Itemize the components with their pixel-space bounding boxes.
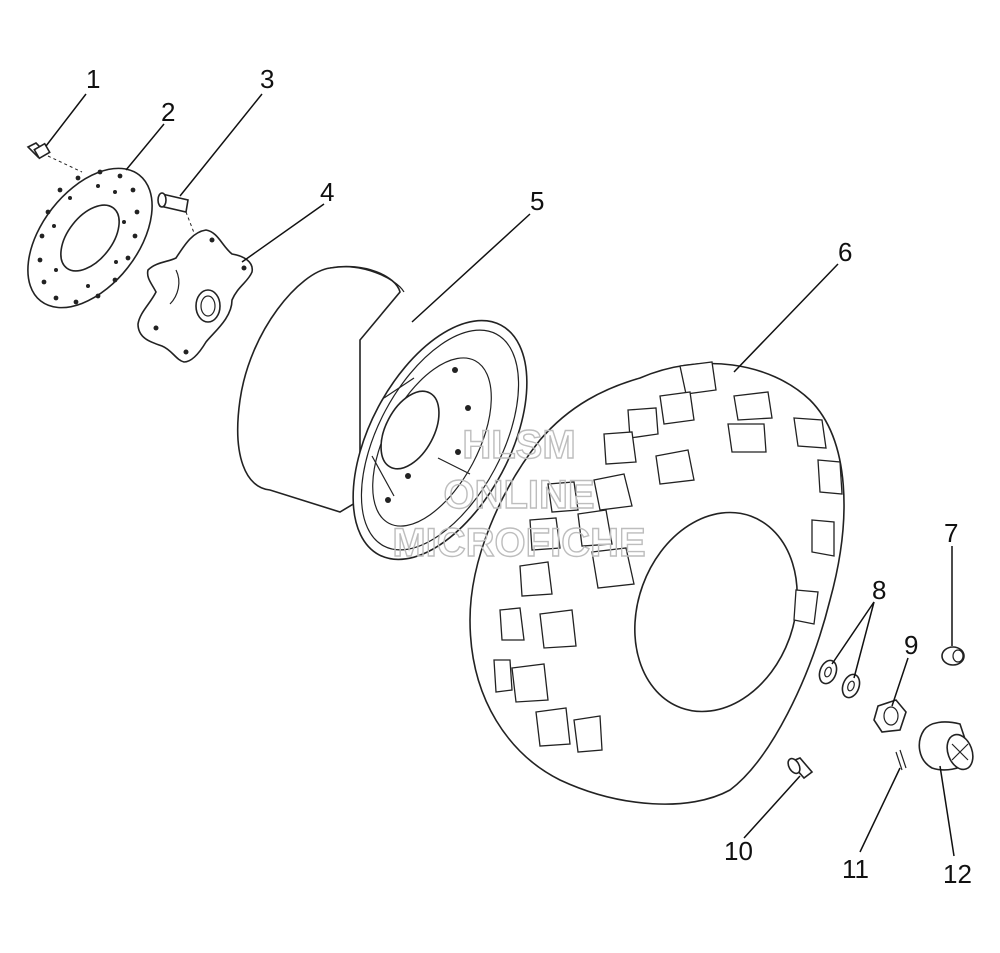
- part-3-wheel-stud: [157, 192, 197, 239]
- leader-lines: [45, 93, 955, 857]
- part-12-hub-cap: [918, 721, 974, 771]
- part-8-washers: [818, 659, 861, 699]
- watermark-line-2: ONLINE: [443, 473, 594, 517]
- part-2-brake-disc: [27, 167, 153, 309]
- watermark: HLSM ONLINE MICROFICHE: [392, 422, 647, 565]
- callouts: 1 2 3 4 5 6 7 8 9 10 11 12: [86, 64, 972, 889]
- callout-1: 1: [86, 64, 100, 94]
- part-10-valve-stem: [787, 757, 814, 780]
- callout-12: 12: [943, 859, 972, 889]
- part-6-tire: [469, 361, 845, 805]
- callout-3: 3: [260, 64, 274, 94]
- callout-8: 8: [872, 575, 886, 605]
- part-9-castle-nut: [873, 699, 907, 733]
- callout-2: 2: [161, 97, 175, 127]
- callout-11: 11: [842, 854, 869, 884]
- part-4-hub: [137, 229, 254, 363]
- part-5-rim: [236, 265, 528, 561]
- callout-5: 5: [530, 186, 544, 216]
- callout-7: 7: [944, 518, 958, 548]
- watermark-line-3: MICROFICHE: [392, 521, 645, 565]
- part-11-cotter-pin: [895, 749, 907, 771]
- part-7-cap: [941, 646, 965, 666]
- callout-6: 6: [838, 237, 852, 267]
- part-1-bolt: [26, 142, 83, 173]
- callout-9: 9: [904, 630, 918, 660]
- watermark-line-1: HLSM: [462, 423, 575, 467]
- callout-10: 10: [724, 836, 753, 866]
- callout-4: 4: [320, 177, 334, 207]
